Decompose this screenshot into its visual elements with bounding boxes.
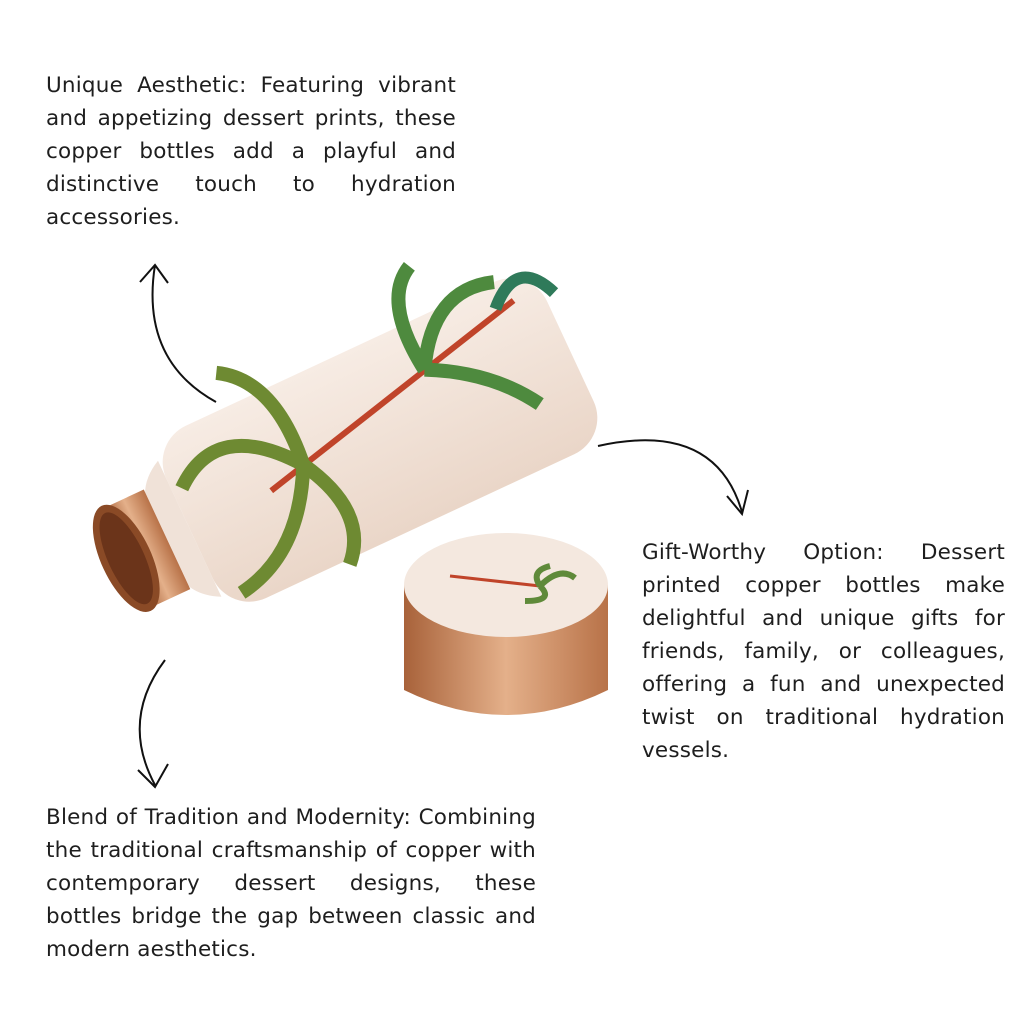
feature-unique-aesthetic: Unique Aesthetic: Featuring vibrant and … (46, 73, 456, 230)
bottle-cap (404, 533, 608, 715)
feature-gift-worthy: Gift-Worthy Option: Dessert printed copp… (642, 540, 1005, 763)
arrow-2 (597, 439, 749, 517)
arrow-3 (137, 659, 169, 789)
palm-print (175, 261, 559, 599)
bottle (92, 261, 598, 612)
feature-tradition-modernity: Blend of Tradition and Modernity: Combin… (46, 805, 536, 962)
arrow-1 (139, 263, 217, 403)
